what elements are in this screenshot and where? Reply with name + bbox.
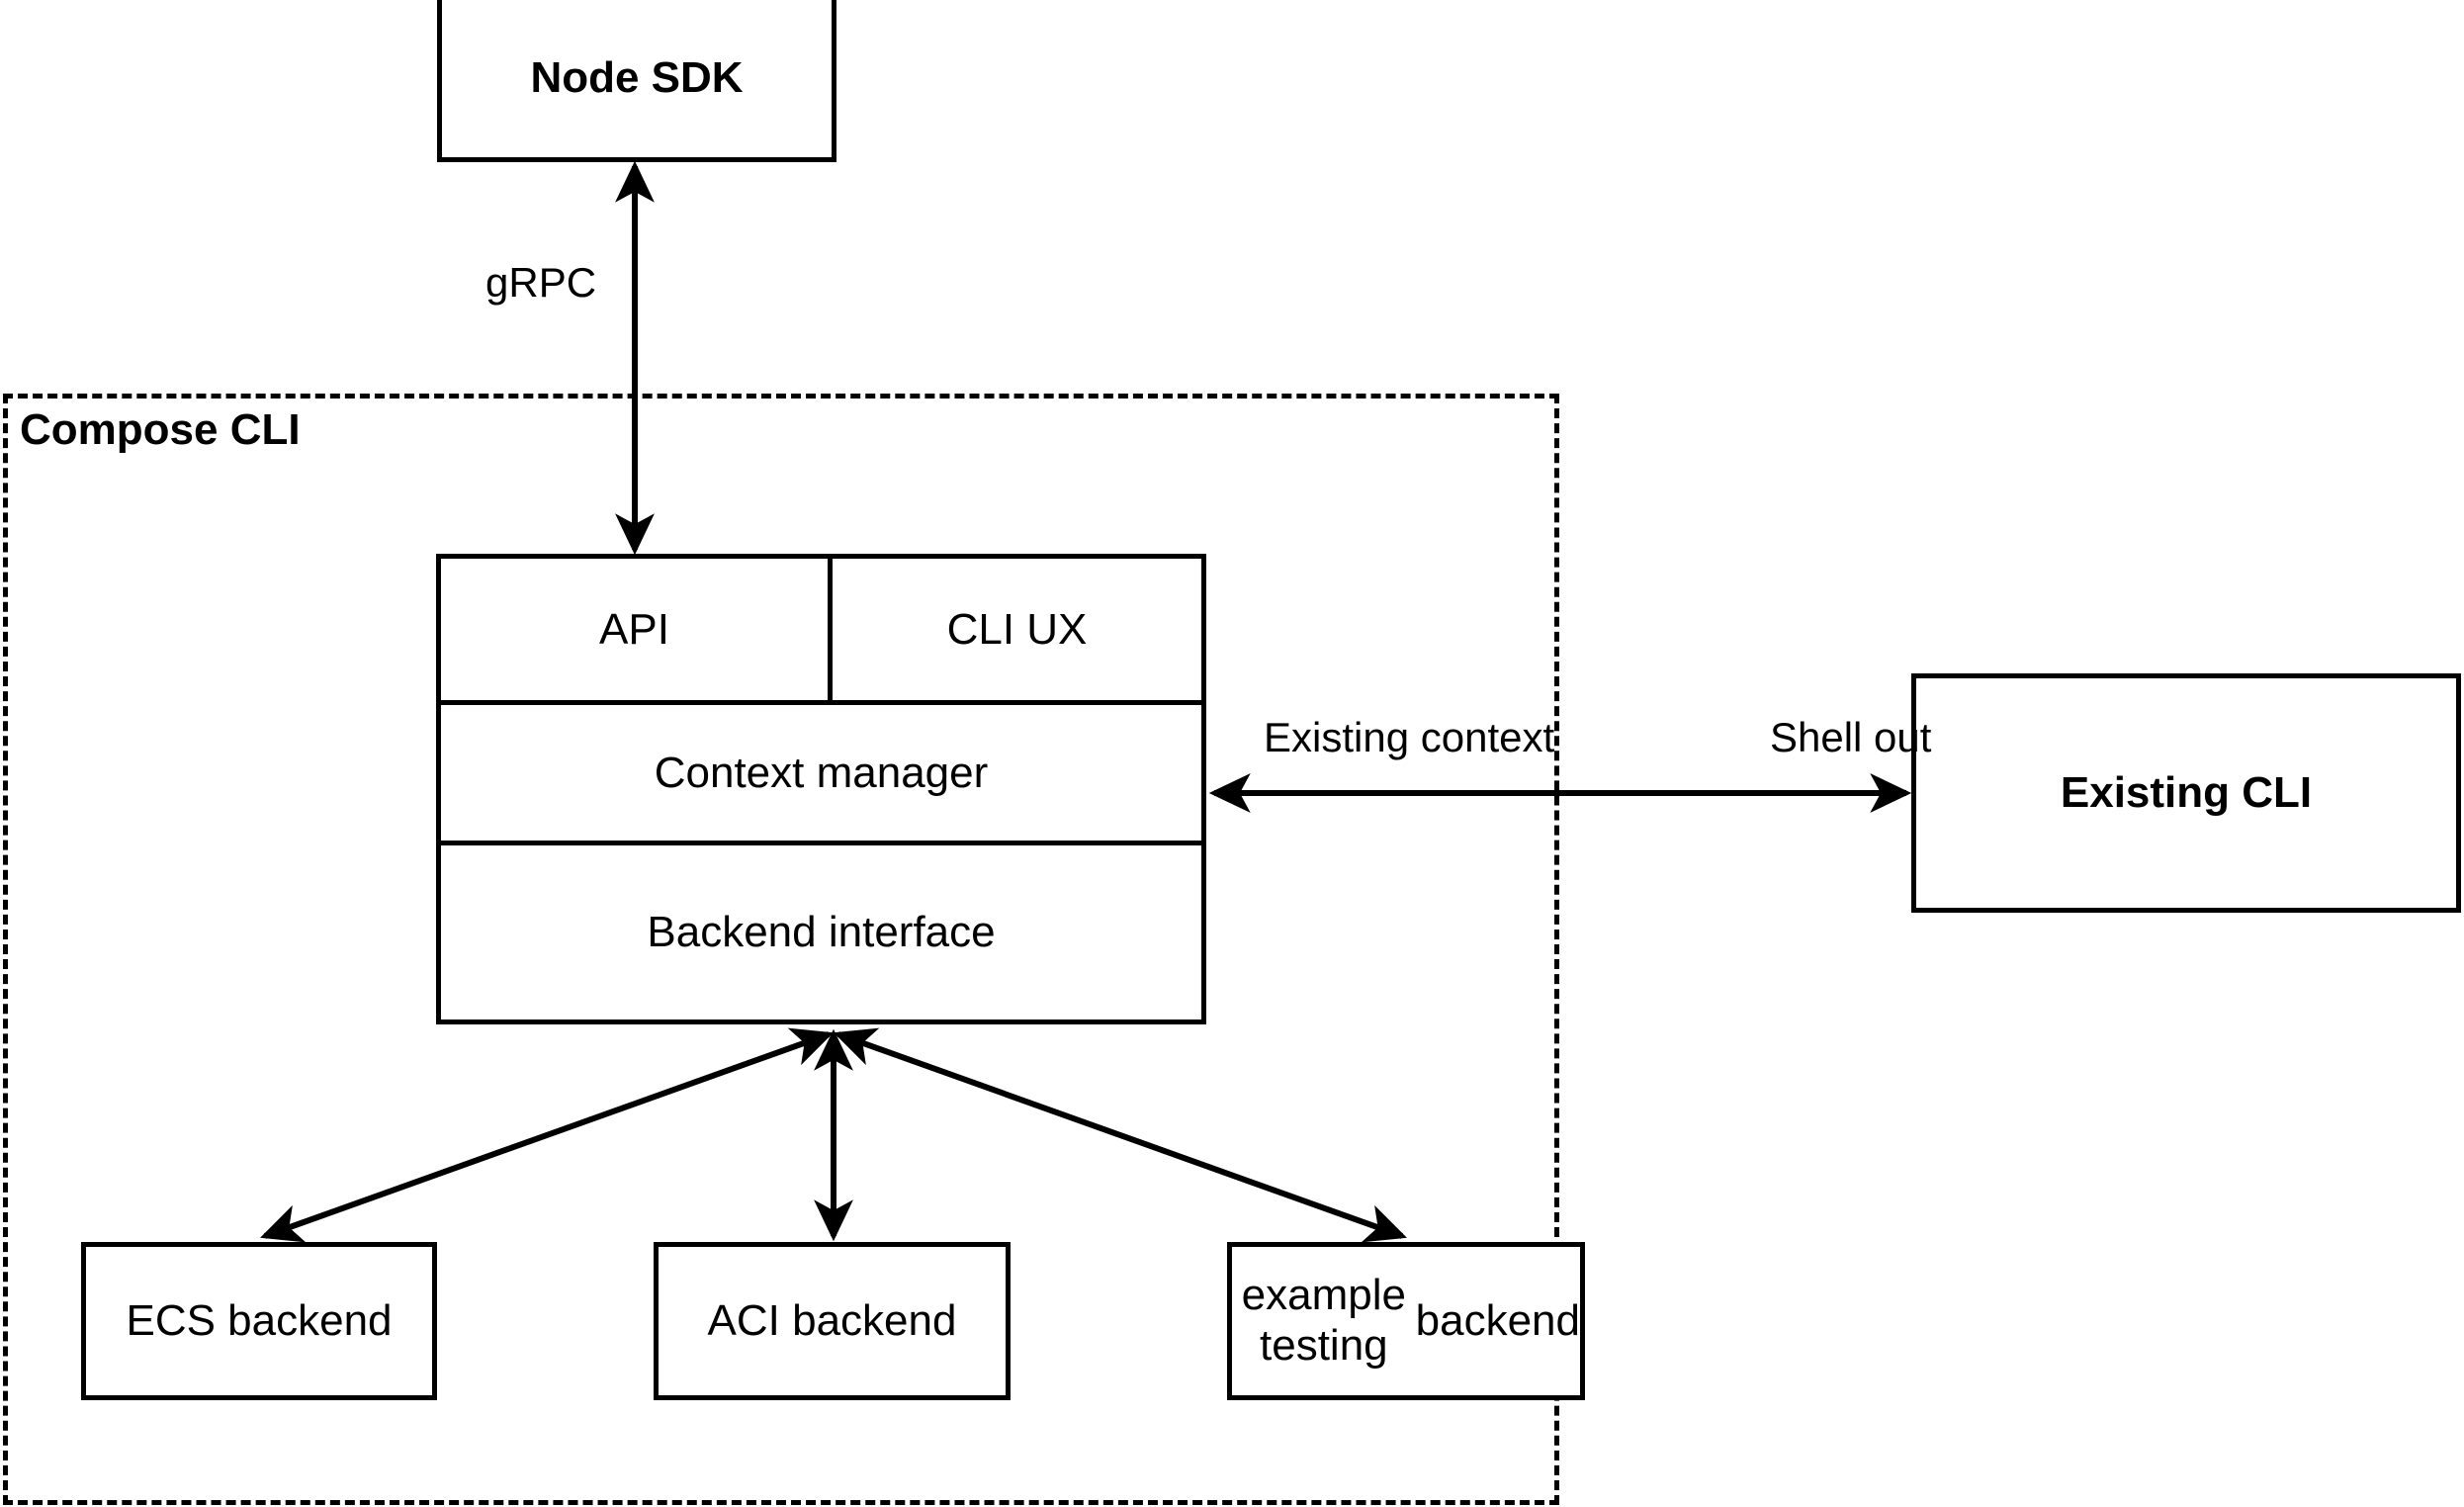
existing-cli-box[interactable]: Existing CLI xyxy=(1911,673,2461,913)
example-testing-backend-line2: backend xyxy=(1415,1295,1580,1345)
stack-cell-cli-ux[interactable]: CLI UX xyxy=(946,604,1088,654)
example-testing-backend-line1: example testing xyxy=(1241,1271,1406,1370)
stack-cell-api[interactable]: API xyxy=(441,559,833,700)
edge-label-grpc: gRPC xyxy=(485,259,597,306)
compose-cli-group-label: Compose CLI xyxy=(20,405,301,454)
ecs-backend-box[interactable]: ECS backend xyxy=(81,1242,437,1400)
node-sdk-box[interactable]: Node SDK xyxy=(437,0,836,162)
edge-label-existing-context: Existing context xyxy=(1264,714,1555,760)
aci-backend-box[interactable]: ACI backend xyxy=(654,1242,1011,1400)
compose-cli-group-box xyxy=(3,394,1559,1505)
edge-label-shell-out: Shell out xyxy=(1770,714,1932,760)
example-testing-backend-box[interactable]: example testing backend xyxy=(1227,1242,1585,1400)
stack-cell-backend-interface[interactable]: Backend interface xyxy=(647,908,996,956)
stack-cell-context-manager[interactable]: Context manager xyxy=(441,705,1201,845)
stack-row-api-cliux: API CLI UX xyxy=(441,559,1201,705)
compose-cli-stack: API CLI UX Context manager Backend inter… xyxy=(436,554,1206,1024)
